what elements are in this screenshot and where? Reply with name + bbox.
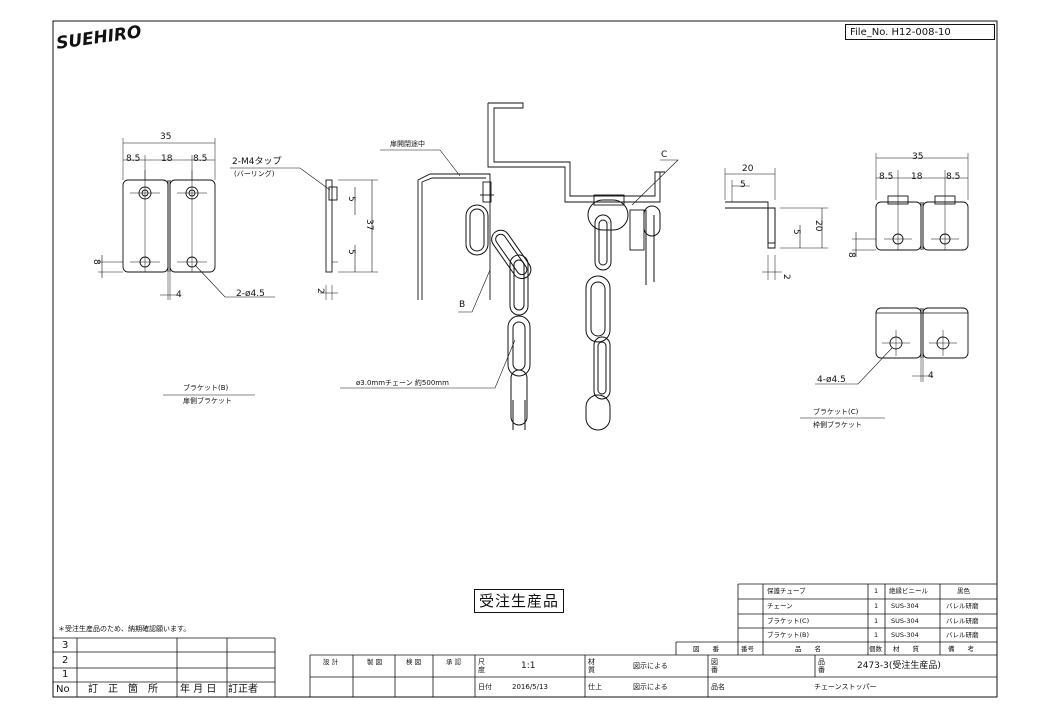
dim-b-gap: 4 [176, 290, 182, 300]
dim-c-gap: 4 [928, 371, 934, 381]
part-row-1-note: 黒色 [957, 587, 970, 595]
dim-c-hole-row: 8 [846, 252, 856, 258]
dim-c-middle: 18 [911, 172, 923, 182]
dim-b-width: 35 [160, 132, 172, 142]
finish-value: 図示による [633, 683, 668, 691]
revision-header-date: 年 月 日 [180, 684, 217, 695]
bracket-c-side [724, 168, 828, 280]
part-row-2-note: バレル研磨 [946, 602, 979, 610]
parts-list-grid [310, 583, 997, 656]
revision-header-location: 訂 正 箇 所 [88, 684, 158, 695]
finish-label: 仕上 [588, 683, 602, 691]
approval-check: 検 図 [406, 658, 422, 666]
parts-header-note: 備 考 [948, 645, 974, 653]
part-row-1-qty: 1 [874, 587, 879, 595]
label-b: B [459, 300, 466, 310]
title-block-grid [309, 655, 997, 697]
approval-drafting: 製 図 [367, 658, 383, 666]
parts-header-name: 品 名 [795, 645, 821, 653]
revision-header-no: No [56, 684, 70, 695]
scale-label: 尺度 [478, 658, 485, 674]
bracket-b-side [230, 167, 378, 300]
revision-row-1: 1 [62, 669, 69, 680]
dim-b-middle: 18 [161, 154, 173, 164]
label-c: C [661, 150, 668, 160]
dim-c-side-height: 20 [813, 220, 823, 232]
part-row-2-material: SUS-304 [891, 602, 919, 610]
dim-c-left: 8.5 [879, 172, 894, 182]
bracket-b-tap-note: (バーリング) [234, 170, 275, 178]
bracket-b-hole-label: 2-ø4.5 [236, 289, 265, 299]
sheet-border [52, 20, 998, 698]
dim-b-hole-row: 8 [91, 259, 101, 265]
revision-row-3: 3 [62, 640, 69, 651]
part-row-4-note: バレル研磨 [946, 631, 979, 639]
parts-header-drawing-no: 図 番 [693, 645, 719, 653]
dim-c-right: 8.5 [946, 172, 961, 182]
parts-header-material: 材 質 [893, 645, 919, 653]
dim-b-left: 8.5 [126, 154, 141, 164]
material-value: 図示による [633, 662, 668, 670]
part-row-3-material: SUS-304 [891, 617, 919, 625]
revision-row-2: 2 [62, 655, 69, 666]
part-row-2-name: チェーン [767, 602, 793, 610]
part-row-4-name: ブラケット(B) [767, 631, 810, 639]
date-value: 2016/5/13 [512, 683, 548, 691]
material-label: 材質 [588, 658, 595, 674]
bracket-c-hole-label: 4-ø4.5 [817, 375, 846, 385]
part-row-4-qty: 1 [874, 631, 879, 639]
product-name-label: 品名 [711, 683, 725, 691]
dim-c-side-hole: 5 [791, 229, 801, 235]
bracket-b-front [98, 138, 275, 300]
dim-c-side-top-inner: 5 [740, 180, 746, 190]
dim-b-right: 8.5 [193, 154, 208, 164]
dim-c-width: 35 [912, 152, 924, 162]
dim-b-side-d3: 5 [346, 249, 356, 255]
drawing-no-label: 図番 [711, 658, 718, 674]
delivery-note: ＊受注生産品のため、納期確認願います。 [58, 625, 191, 633]
dim-c-side-t: 2 [781, 274, 791, 280]
product-name-value: チェーンストッパー [814, 683, 877, 691]
part-row-2-qty: 1 [874, 602, 879, 610]
bracket-b-title: ブラケット(B) [183, 384, 229, 392]
scale-value: 1:1 [521, 661, 536, 671]
part-row-1-name: 保護チューブ [767, 587, 806, 595]
door-opening-label: 扉開閉途中 [390, 140, 425, 148]
dim-b-side-d2: 37 [364, 219, 374, 231]
bracket-c-front [815, 153, 969, 385]
part-row-3-name: ブラケット(C) [767, 617, 810, 625]
approval-design: 設 計 [323, 658, 339, 666]
part-row-3-note: バレル研磨 [946, 617, 979, 625]
dim-c-side-top: 20 [742, 164, 754, 174]
dim-b-side-d1: 5 [346, 196, 356, 202]
bracket-b-subtitle: 扉側ブラケット [183, 397, 232, 405]
part-row-4-material: SUS-304 [891, 631, 919, 639]
revision-grid [53, 637, 276, 697]
bracket-c-subtitle: 枠側ブラケット [813, 421, 862, 429]
parts-header-number: 番号 [741, 645, 754, 653]
date-label: 日付 [478, 683, 492, 691]
dim-b-side-t: 2 [315, 288, 325, 294]
product-no-value: 2473-3(受注生産品) [857, 661, 941, 671]
chain-spec-label: ø3.0mmチェーン 約500mm [356, 379, 449, 387]
made-to-order-stamp: 受注生産品 [474, 589, 565, 613]
bracket-b-tap-label: 2-M4タップ [232, 157, 282, 167]
revision-header-reviser: 訂正者 [228, 684, 258, 695]
bracket-c-title: ブラケット(C) [813, 408, 859, 416]
part-row-1-material: 絶縁ビニール [889, 587, 928, 595]
file-number: File_No. H12-008-10 [845, 24, 995, 40]
door-frame-assembly [340, 102, 679, 431]
approval-approve: 承 認 [446, 658, 462, 666]
part-row-3-qty: 1 [874, 617, 879, 625]
parts-header-qty: 個数 [869, 645, 882, 653]
product-no-label: 品番 [818, 658, 825, 674]
